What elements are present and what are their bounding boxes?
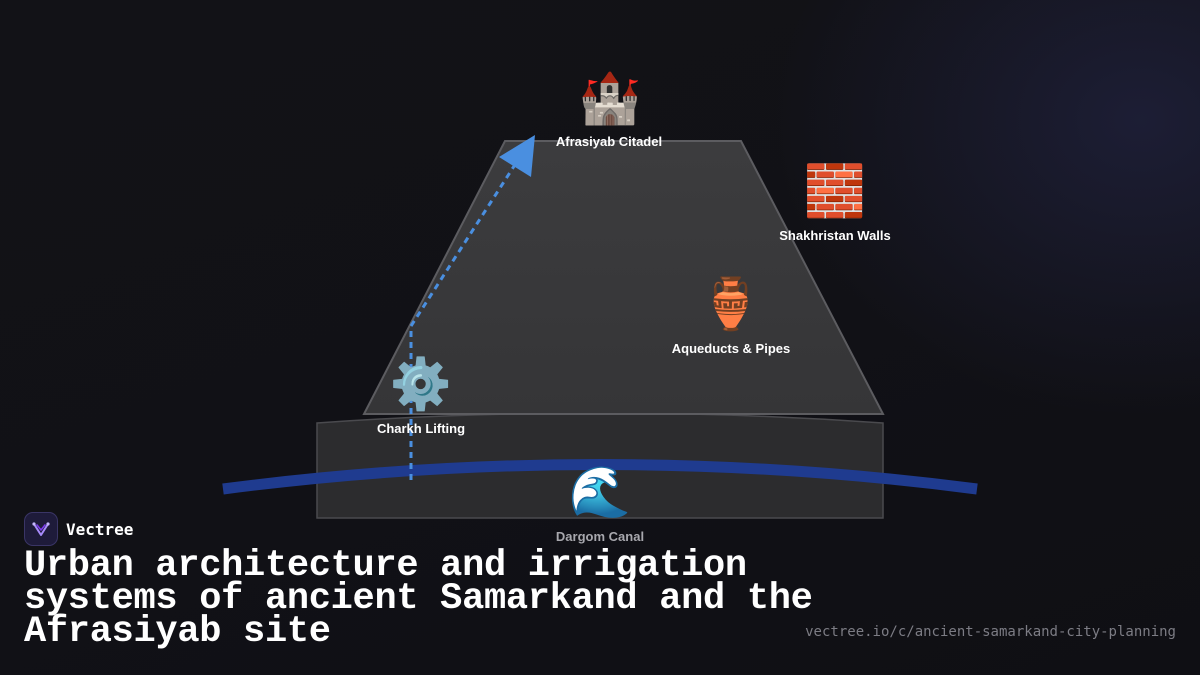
node-label-shakhristan-walls: Shakhristan Walls [779, 228, 891, 243]
node-label-dargom-canal: Dargom Canal [555, 529, 645, 544]
source-url[interactable]: vectree.io/c/ancient-samarkand-city-plan… [805, 624, 1176, 640]
water-flow-arrowhead [499, 135, 535, 177]
brand: Vectree [24, 512, 133, 546]
node-label-charkh-lifting: Charkh Lifting [376, 421, 466, 436]
canal-curve [222, 459, 978, 495]
vectree-logo-icon [24, 512, 58, 546]
water-wave-icon: 🌊 [568, 463, 632, 521]
afrasiyab-mound [362, 140, 885, 415]
amphora-icon: 🏺 [699, 275, 763, 333]
page-title: Urban architecture and irrigation system… [24, 545, 813, 653]
castle-icon: 🏰 [578, 69, 642, 127]
node-label-afrasiyab-citadel: Afrasiyab Citadel [555, 134, 663, 149]
water-flow-path [409, 159, 520, 480]
node-label-aqueducts-pipes: Aqueducts & Pipes [671, 341, 791, 356]
brand-name: Vectree [66, 519, 134, 539]
brick-wall-icon: 🧱 [803, 162, 867, 220]
gear-icon: ⚙️ [389, 355, 453, 413]
